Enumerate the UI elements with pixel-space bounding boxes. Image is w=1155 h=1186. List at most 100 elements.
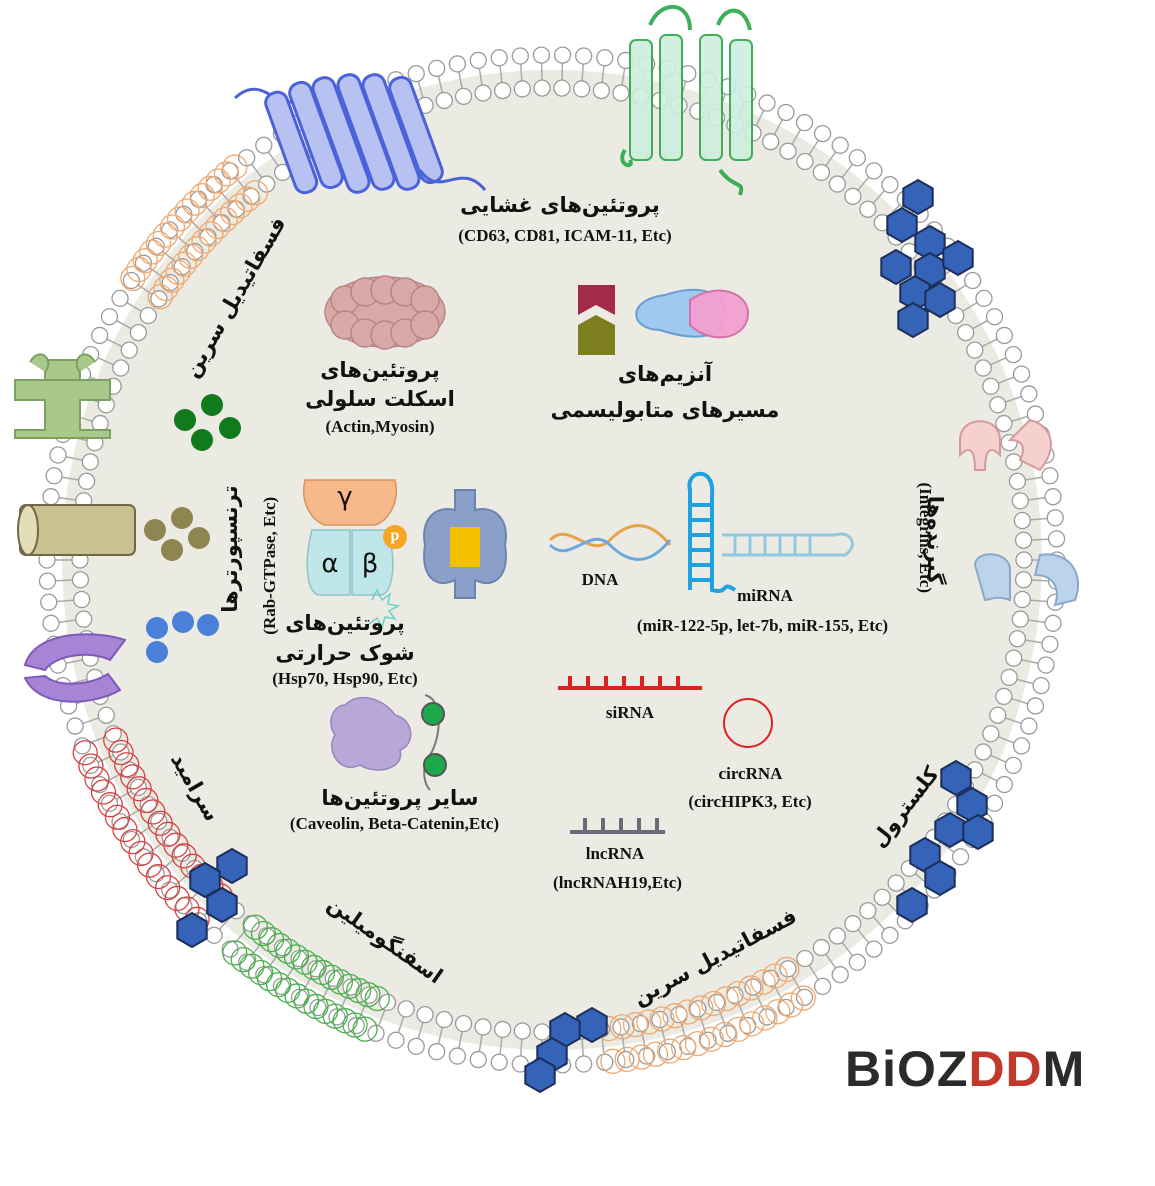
lipid-head — [596, 1053, 614, 1071]
lipid-tail — [1004, 395, 1023, 404]
lipid-head — [963, 271, 982, 290]
lipid-tail — [581, 62, 585, 82]
lipid-head — [887, 874, 905, 892]
lipid-head — [150, 812, 168, 830]
phosphatidylserine-lipid — [684, 1030, 711, 1057]
phosphatidylserine-lipid — [139, 239, 165, 265]
lipid-head — [397, 1000, 415, 1018]
lipid-tail — [989, 356, 1008, 366]
lipid-head — [1011, 610, 1029, 628]
lipid-tail — [499, 64, 503, 84]
label-enzymes-line2: مسیرهای متابولیسمی — [550, 398, 780, 422]
label-lncrna-examples: (lncRNAH19,Etc) — [553, 873, 682, 892]
phosphatidylserine-lipid — [725, 1016, 751, 1043]
phosphatidylserine-lipid — [622, 1011, 649, 1038]
lipid-head — [617, 1050, 635, 1069]
sphingomyelin-lipid — [242, 914, 269, 940]
ceramide-lipid — [171, 843, 197, 869]
lipid-head — [813, 124, 832, 143]
lipid-tail — [478, 1033, 483, 1053]
lipid-tail — [718, 1008, 727, 1028]
lipid-head — [161, 881, 179, 899]
lipid-head — [469, 51, 487, 70]
cholesterol-hexagon — [924, 859, 956, 897]
lipid-head — [831, 966, 849, 984]
lipid-head — [100, 308, 119, 326]
lipid-head — [865, 940, 883, 958]
lipid-head — [828, 927, 847, 945]
sphingomyelin-lipid — [256, 965, 283, 992]
lipid-head — [474, 84, 492, 102]
phosphatidylserine-lipid — [184, 236, 210, 262]
ceramide-lipid — [90, 779, 117, 805]
lipid-tail — [64, 455, 84, 462]
phosphatidylserine-lipid — [614, 1046, 640, 1073]
lipid-head — [42, 614, 60, 632]
lipid-tail — [961, 301, 979, 313]
lipid-tail — [125, 807, 143, 819]
phosphatidylserine-lipid — [219, 199, 246, 226]
lipid-head — [454, 1014, 473, 1033]
ceramide-lipid — [72, 740, 98, 766]
phosphatidylserine-lipid — [725, 980, 752, 1007]
phosphatidylserine-lipid — [738, 975, 764, 1001]
lipid-head — [1032, 676, 1050, 695]
lipid-head — [951, 848, 970, 866]
lipid-head — [1008, 472, 1027, 490]
label-mirna-examples: (miR-122-5p, let-7b, miR-155, Etc) — [636, 616, 889, 635]
label-heat-shock-line2: شوک حرارتی — [275, 641, 415, 665]
lipid-head — [1044, 488, 1062, 506]
lipid-tail — [841, 162, 854, 179]
phosphatidylserine-lipid — [235, 186, 261, 212]
phosphatidylserine-lipid — [227, 193, 253, 219]
ceramide-lipid — [112, 816, 138, 843]
phosphatidylserine-lipid — [145, 230, 172, 257]
lipid-head — [71, 571, 90, 589]
lipid-tail — [1027, 619, 1047, 624]
ceramide-lipid — [78, 753, 104, 779]
phosphatidylserine-lipid — [205, 213, 231, 240]
label-circrna: circRNA — [718, 764, 783, 783]
lipid-head — [407, 1037, 425, 1056]
cholesterol-molecules — [176, 178, 994, 1094]
lipid-head — [881, 926, 899, 944]
lipid-head — [1041, 467, 1059, 485]
phosphatidylserine-lipid — [198, 221, 224, 247]
lipid-tail — [136, 824, 154, 837]
lipid-head — [1046, 509, 1064, 527]
membrane-protein-green — [620, 4, 753, 196]
phosphatidylserine-lipid — [152, 222, 178, 248]
lipid-tail — [790, 974, 802, 992]
cholesterol-hexagon — [940, 759, 972, 797]
lipid-head — [974, 743, 992, 761]
lipid-head — [494, 81, 512, 100]
sphingomyelin-lipid — [267, 932, 293, 959]
label-cytoskeleton-line2: اسکلت سلولی — [305, 387, 455, 411]
lipid-head — [255, 136, 273, 154]
lipid-head — [777, 103, 795, 122]
cholesterol-hexagon — [886, 206, 918, 244]
lipid-head — [985, 794, 1004, 812]
label-circrna-examples: (circHIPK3, Etc) — [688, 792, 812, 811]
lipid-tail — [115, 319, 133, 330]
label-cytoskeleton-line1: پروتئین‌های — [320, 358, 440, 382]
lipid-head — [859, 200, 877, 218]
phosphatidylserine-lipid — [189, 183, 215, 209]
lipid-tail — [339, 993, 349, 1011]
lipid-head — [139, 306, 157, 325]
lipid-head — [612, 84, 630, 102]
lipid-head — [533, 79, 551, 97]
lipid-tail — [871, 915, 886, 931]
lipid-tail — [755, 109, 765, 127]
lipid-head — [1013, 590, 1031, 609]
lipid-tail — [397, 1015, 405, 1034]
lipid-head — [428, 1043, 446, 1061]
lipid-head — [428, 59, 446, 77]
lipid-head — [511, 47, 529, 65]
phosphatidylserine-lipid — [159, 214, 186, 240]
lncrna-shape — [570, 818, 665, 834]
lipid-tail — [417, 80, 424, 99]
lipid-head — [1014, 531, 1033, 549]
phosphatidylserine-lipid — [675, 999, 701, 1025]
lipid-head — [490, 1053, 508, 1071]
